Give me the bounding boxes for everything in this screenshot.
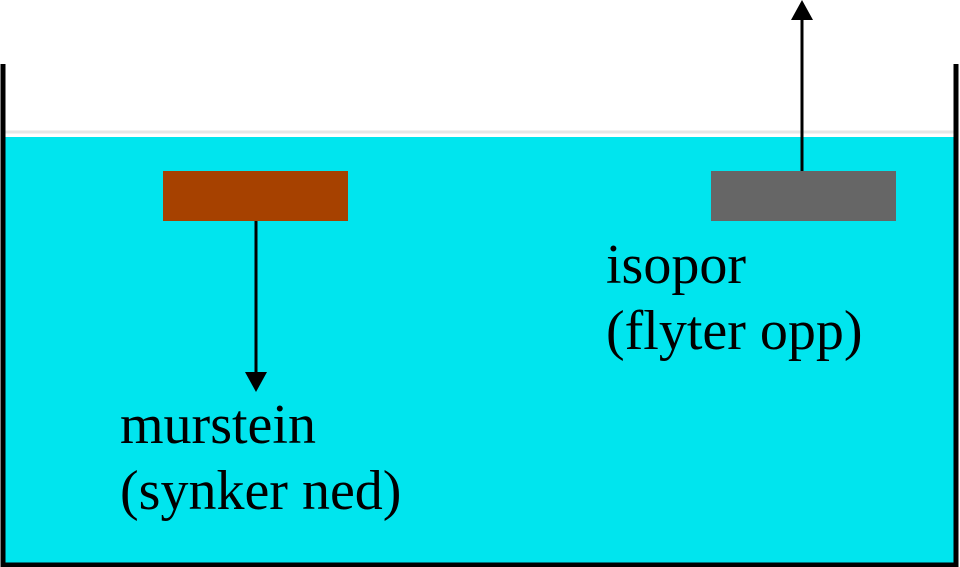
brick-label: murstein (synker ned) (120, 392, 401, 524)
container-walls (0, 64, 959, 567)
foam-block (711, 171, 896, 221)
foam-name: isopor (606, 234, 746, 296)
brick-block (163, 171, 348, 221)
foam-label: isopor (flyter opp) (606, 232, 863, 364)
sink-arrow (245, 221, 267, 392)
brick-name: murstein (120, 394, 316, 456)
float-arrow (791, 0, 813, 171)
brick-note: (synker ned) (120, 460, 402, 522)
foam-note: (flyter opp) (606, 300, 863, 362)
